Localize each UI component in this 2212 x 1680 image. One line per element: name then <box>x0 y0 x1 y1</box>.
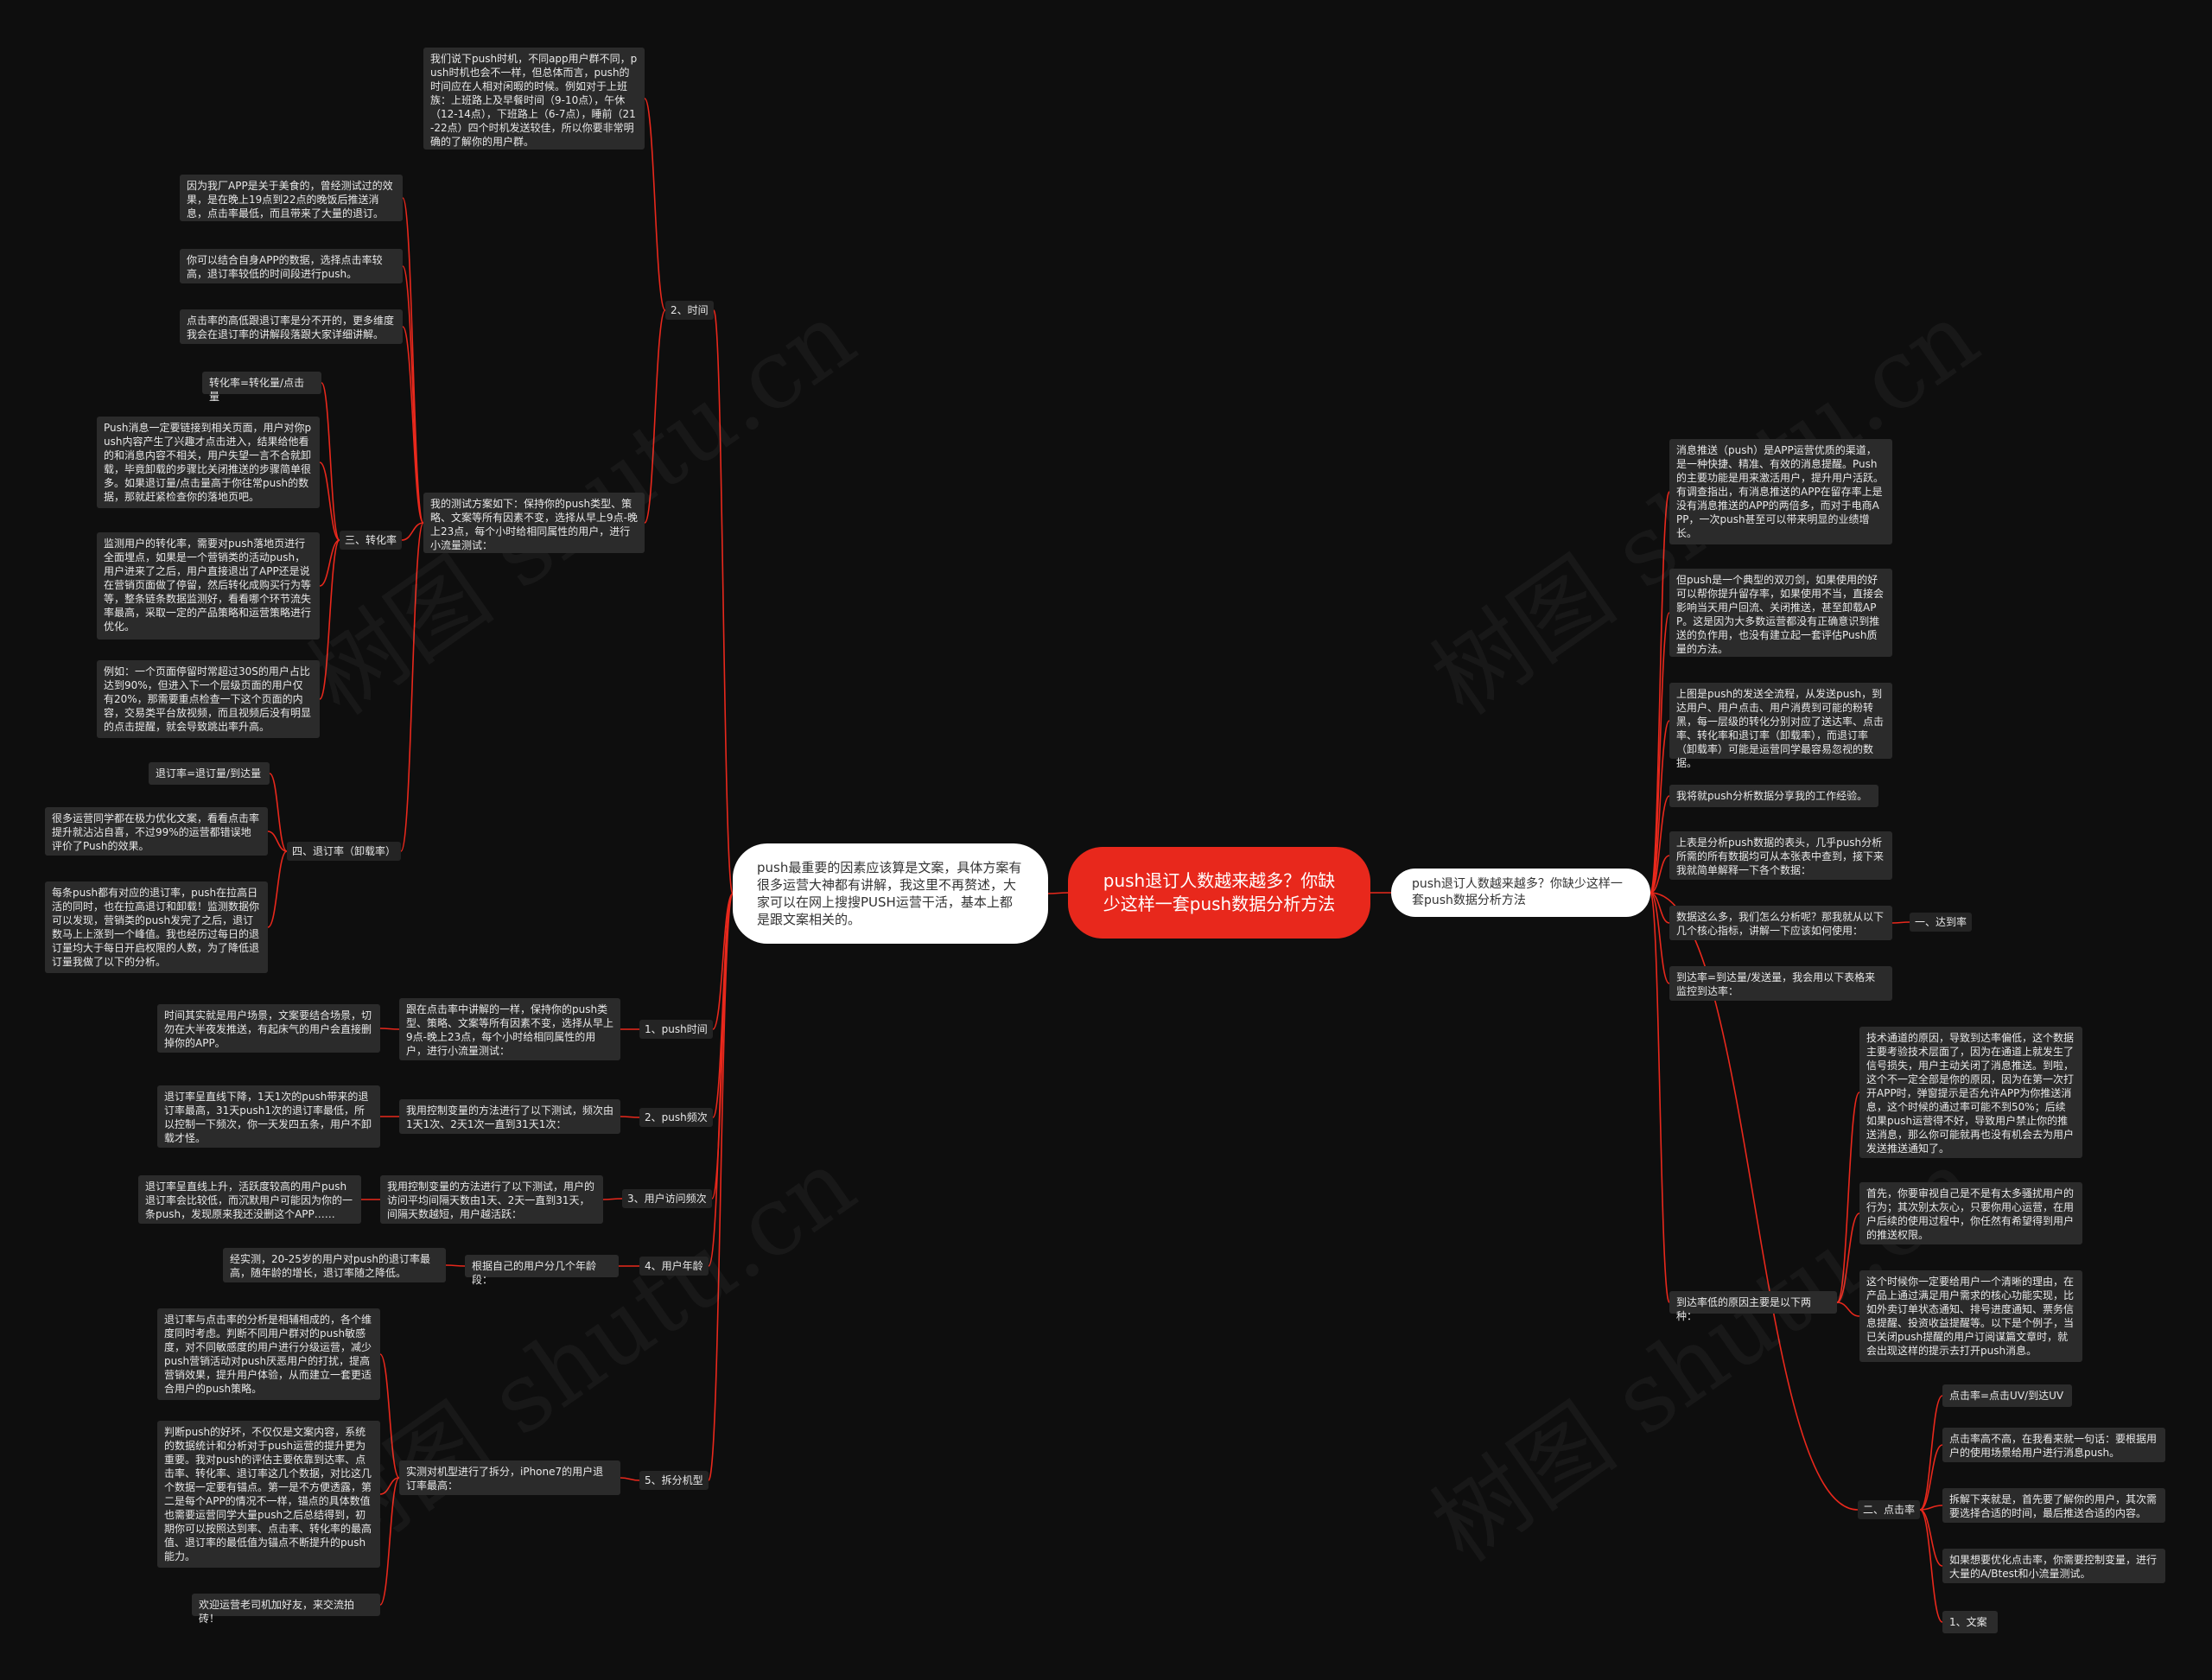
ctr-copywriting-node[interactable]: 1、文案 <box>1942 1611 1998 1633</box>
connector <box>1919 1395 1943 1511</box>
connector <box>379 1028 400 1030</box>
unsub-formula-node[interactable]: 退订率=退订量/到达量 <box>149 762 270 785</box>
connector <box>708 893 734 1267</box>
visit-frequency-leaf[interactable]: 退订率呈直线上升，活跃度较高的用户push退订率会比较低，而沉默用户可能因为你的… <box>138 1175 361 1224</box>
device-model-detail[interactable]: 实测对机型进行了拆分，iPhone7的用户退订率最高： <box>399 1460 620 1495</box>
connector <box>267 830 288 852</box>
connector <box>712 893 734 1030</box>
test-plan-node[interactable]: 我的测试方案如下：保持你的push类型、策略、文案等所有因素不变，选择从早上9点… <box>423 493 645 553</box>
connector <box>321 382 340 541</box>
push-time-detail[interactable]: 跟在点击率中讲解的一样，保持你的push类型、策略、文案等所有因素不变，选择从早… <box>399 998 620 1060</box>
device-model-leaf-analysis[interactable]: 退订率与点击率的分析是相辅相成的，各个维度同时考虑。判断不同用户群对的push敏… <box>157 1308 380 1400</box>
branch-arrival-rate[interactable]: 一、达到率 <box>1910 913 1973 932</box>
connector <box>402 265 424 524</box>
push-frequency-leaf[interactable]: 退订率呈直线下降，1天1次的push带来的退订率最高，31天push1次的退订率… <box>157 1085 380 1148</box>
user-age-detail[interactable]: 根据自己的用户分几个年龄段： <box>465 1255 619 1286</box>
double-edged-node[interactable]: 但push是一个典型的双刃剑，如果使用的好可以帮你提升留存率，如果使用不当，直接… <box>1669 569 1892 657</box>
connector <box>402 197 424 524</box>
connector <box>319 539 340 587</box>
intro-push-node[interactable]: 消息推送（push）是APP运营优质的渠道，是一种快捷、精准、有效的消息提醒。P… <box>1669 439 1892 544</box>
connector <box>1919 1509 1943 1623</box>
connector <box>1649 795 1670 894</box>
connector <box>402 326 424 524</box>
root-topic[interactable]: push退订人数越来越多？你缺少这样一套push数据分析方法 <box>1068 847 1370 939</box>
device-model-leaf-summary[interactable]: 判断push的好坏，不仅仅是文案内容，系统的数据统计和分析对于push运营的提升… <box>157 1421 380 1568</box>
branch-device-model[interactable]: 5、拆分机型 <box>639 1471 709 1490</box>
connector <box>1836 1301 1860 1317</box>
connector <box>1836 1212 1860 1303</box>
connector <box>1649 720 1670 894</box>
connector <box>400 522 424 852</box>
reason-technical-node[interactable]: 技术通道的原因，导致到达率偏低，这个数据主要考验技术层面了，因为在通道上就发生了… <box>1859 1027 2082 1158</box>
share-experience-node[interactable]: 我将就push分析数据分享我的工作经验。 <box>1669 785 1878 807</box>
arrival-rate-formula[interactable]: 到达率=到达量/发送量，我会用以下表格来监控到达率： <box>1669 966 1892 1001</box>
connector <box>1649 892 1670 984</box>
connector <box>620 1477 640 1481</box>
branch-click-rate[interactable]: 二、点击率 <box>1858 1500 1921 1519</box>
connector <box>644 98 666 311</box>
ctr-split-node[interactable]: 拆解下来就是，首先要了解你的用户，其次需要选择合适的时间，最后推送合适的内容。 <box>1942 1488 2165 1523</box>
unsub-ignore-node[interactable]: 很多运营同学都在极力优化文案，看看点击率提升就沾沾自喜，不过99%的运营都错误地… <box>45 807 268 856</box>
left-hub-topic[interactable]: push最重要的因素应该算是文案，具体方案有很多运营大神都有讲解，我这里不再赘述… <box>733 843 1048 944</box>
push-frequency-detail[interactable]: 我用控制变量的方法进行了以下测试，频次由1天1次、2天1次一直到31天1次： <box>399 1099 620 1134</box>
connector <box>1649 892 1670 1303</box>
push-time-leaf[interactable]: 时间其实就是用户场景，文案要结合场景，切勿在大半夜发推送，有起床气的用户会直接删… <box>157 1004 380 1053</box>
conv-example-node[interactable]: 例如：一个页面停留时常超过30S的用户占比达到90%，但进入下一个层级页面的用户… <box>97 660 320 738</box>
connector <box>445 1264 466 1267</box>
connector <box>379 1353 400 1479</box>
connector <box>1649 612 1670 894</box>
low-arrival-reasons[interactable]: 到达率低的原因主要是以下两种： <box>1669 1291 1837 1322</box>
connector <box>379 1477 400 1495</box>
connector <box>713 309 734 894</box>
connector <box>267 850 288 928</box>
time-food-node[interactable]: 因为我厂APP是关于美食的，曾经测试过的效果，是在晚上19点到22点的晚饭后推送… <box>180 175 403 221</box>
time-ctr-node[interactable]: 点击率的高低跟退订率是分不开的，更多维度我会在退订率的讲解段落跟大家详细讲解。 <box>180 309 403 344</box>
conv-landing-node[interactable]: Push消息一定要链接到相关页面，用户对你push内容产生了兴趣才点击进入，结果… <box>97 417 320 508</box>
device-model-leaf-welcome[interactable]: 欢迎运营老司机加好友，来交流拍砖！ <box>192 1594 380 1625</box>
connector <box>1891 921 1910 924</box>
branch-unsubscribe[interactable]: 四、退订率（卸载率） <box>287 842 402 861</box>
connector <box>379 1477 400 1606</box>
connector <box>319 461 340 541</box>
branch-user-age[interactable]: 4、用户年龄 <box>639 1257 709 1276</box>
visit-frequency-detail[interactable]: 我用控制变量的方法进行了以下测试，用户的访问平均间隔天数由1天、2天一直到31天… <box>380 1175 603 1224</box>
reason-user-closed-node[interactable]: 首先，你要审视自己是不是有太多骚扰用户的行为；其次别太灰心，只要你用心运营，在用… <box>1859 1182 2082 1244</box>
user-age-leaf[interactable]: 经实测，20-25岁的用户对push的退订率最高，随年龄的增长，退订率随之降低。 <box>223 1248 446 1282</box>
connector <box>1047 892 1069 894</box>
connector <box>1649 855 1670 894</box>
branch-visit-frequency[interactable]: 3、用户访问频次 <box>622 1189 712 1208</box>
connector <box>269 773 288 852</box>
ctr-optimize-node[interactable]: 如果想要优化点击率，你需要控制变量，进行大量的A/Btest和小流量测试。 <box>1942 1549 2165 1583</box>
time-intro-node[interactable]: 我们说下push时机，不同app用户群不同，push时机也会不一样，但总体而言，… <box>423 48 645 150</box>
branch-push-frequency[interactable]: 2、push频次 <box>639 1108 713 1127</box>
connector <box>1649 491 1670 894</box>
connector <box>1919 1505 1943 1511</box>
unsub-fluct-node[interactable]: 每条push都有对应的退订率，push在拉高日活的同时，也在拉高退订和卸载！监测… <box>45 881 268 973</box>
core-metrics-node[interactable]: 数据这么多，我们怎么分析呢？那我就从以下几个核心指标，讲解一下应该如何使用： <box>1669 906 1892 940</box>
connector <box>1919 1509 1943 1567</box>
conv-formula-node[interactable]: 转化率=转化量/点击量 <box>202 372 321 403</box>
connector <box>401 522 424 541</box>
connector <box>708 893 734 1481</box>
right-hub-topic[interactable]: push退订人数越来越多？你缺少这样一套push数据分析方法 <box>1391 869 1650 917</box>
ctr-formula-node[interactable]: 点击率=点击UV/到达UV <box>1942 1384 2072 1407</box>
connector <box>1836 1091 1860 1303</box>
push-flow-node[interactable]: 上图是push的发送全流程，从发送push，到达用户、用户点击、用户消费到可能的… <box>1669 683 1892 769</box>
connector <box>319 539 340 700</box>
branch-conversion[interactable]: 三、转化率 <box>340 531 403 550</box>
branch-time[interactable]: 2、时间 <box>665 301 714 320</box>
reason-clear-node[interactable]: 这个时候你一定要给用户一个清晰的理由，在产品上通过满足用户需求的核心功能实现，比… <box>1859 1270 2082 1362</box>
connector <box>644 309 666 524</box>
branch-push-time[interactable]: 1、push时间 <box>639 1020 713 1039</box>
ctr-high-node[interactable]: 点击率高不高，在我看来就一句话：要根据用户的使用场景给用户进行消息push。 <box>1942 1428 2165 1462</box>
time-combine-node[interactable]: 你可以结合自身APP的数据，选择点击率较高，退订率较低的时间段进行push。 <box>180 249 403 283</box>
table-header-node[interactable]: 上表是分析push数据的表头，几乎push分析所需的所有数据均可从本张表中查到，… <box>1669 831 1892 880</box>
conv-monitor-node[interactable]: 监测用户的转化率，需要对push落地页进行全面埋点，如果是一个营销类的活动pus… <box>97 532 320 640</box>
connector <box>1919 1444 1943 1511</box>
connector <box>602 1198 623 1200</box>
